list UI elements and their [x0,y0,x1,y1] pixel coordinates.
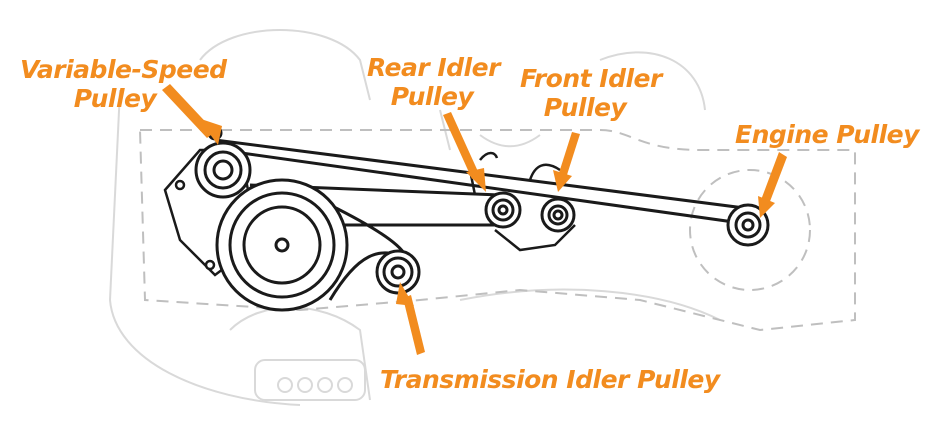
arrow-variable-speed [162,84,222,145]
arrow-rear-idler [443,112,486,192]
front-idler-pulley-label: Front Idler Pulley [520,64,662,122]
engine-pulley [726,203,770,247]
front-idler-label-line2: Pulley [543,93,627,122]
rear-idler-pulley-label: Rear Idler Pulley [367,53,500,111]
upper-belt-bottom [219,148,756,227]
rear-idler-pulley [484,191,522,229]
variable-speed-pulley [194,125,252,199]
engine-pulley-label: Engine Pulley [735,120,919,149]
variable-speed-label-line2: Pulley [73,84,157,113]
ghost-chassis [108,29,721,406]
rear-idler-label-line1: Rear Idler [367,53,500,82]
arrow-front-idler [553,132,580,192]
variable-speed-pulley-label: Variable-Speed Pulley [20,55,227,113]
arrow-engine [758,152,787,218]
engine-label-line1: Engine Pulley [735,120,919,149]
upper-belt-top [214,138,761,212]
arrow-transmission-idler [396,282,425,355]
transmission-idler-pulley [375,249,421,295]
front-idler-pulley [540,197,576,233]
variable-speed-label-line1: Variable-Speed [20,55,227,84]
transmission-idler-label-line1: Transmission Idler Pulley [380,365,720,394]
idler-bracket [468,151,576,252]
front-idler-label-line1: Front Idler [520,64,662,93]
transmission-idler-pulley-label: Transmission Idler Pulley [380,365,720,394]
dashed-deck-outline [138,129,856,332]
transmission-pulley [215,178,349,312]
callout-arrows [162,84,787,355]
rear-idler-label-line2: Pulley [390,82,474,111]
